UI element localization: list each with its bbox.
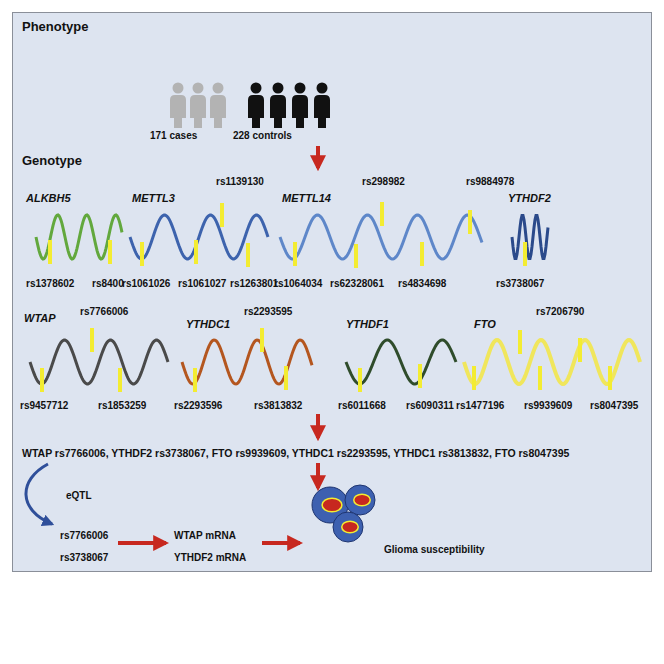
- snp-marker: [260, 328, 264, 352]
- snp-label: rs4834698: [398, 278, 446, 289]
- snp-marker: [523, 242, 527, 266]
- cell-nucleus: [354, 494, 371, 505]
- snp-marker: [140, 242, 144, 266]
- snp-label: rs62328061: [330, 278, 384, 289]
- snp-marker: [118, 368, 122, 392]
- cell-nucleus: [342, 521, 359, 532]
- snp-marker: [284, 366, 288, 390]
- eqtl-arrow: [26, 464, 52, 524]
- gene-name: METTL3: [132, 192, 175, 204]
- snp-marker: [220, 203, 224, 227]
- snp-marker: [354, 244, 358, 268]
- gene-name: METTL14: [282, 192, 331, 204]
- snp-label: YTHDF2 mRNA: [174, 552, 246, 563]
- snp-label: rs9457712: [20, 400, 68, 411]
- snp-label: rs6090311: [406, 400, 454, 411]
- snp-label: WTAP mRNA: [174, 530, 236, 541]
- snp-label: rs7206790: [536, 306, 584, 317]
- snp-label: rs1263801: [230, 278, 278, 289]
- snp-label: rs2293595: [244, 306, 292, 317]
- gene-name: FTO: [474, 318, 496, 330]
- snp-label: rs1853259: [98, 400, 146, 411]
- snp-label: Glioma susceptibility: [384, 544, 485, 555]
- snp-label: rs7766006: [60, 530, 108, 541]
- snp-marker: [293, 242, 297, 266]
- snp-label: rs1139130: [216, 176, 264, 187]
- snp-label: rs8400: [92, 278, 124, 289]
- snp-marker: [578, 338, 582, 362]
- snp-label: rs2293596: [174, 400, 222, 411]
- snp-marker: [420, 242, 424, 266]
- snp-label: WTAP rs7766006, YTHDF2 rs3738067, FTO rs…: [22, 447, 569, 459]
- snp-label: rs298982: [362, 176, 405, 187]
- snp-marker: [518, 330, 522, 354]
- person-icon: [295, 83, 306, 94]
- person-icon: [210, 95, 226, 128]
- snp-marker: [380, 202, 384, 226]
- gene-wave: [346, 340, 456, 384]
- snp-marker: [108, 240, 112, 264]
- snp-marker: [418, 364, 422, 388]
- cell-nucleus: [322, 498, 342, 512]
- snp-label: rs1477196: [456, 400, 504, 411]
- flow-arrow: [262, 541, 300, 545]
- snp-marker: [468, 210, 472, 234]
- person-icon: [248, 95, 264, 128]
- snp-label: 171 cases: [150, 130, 197, 141]
- gene-name: YTHDF1: [346, 318, 389, 330]
- person-icon: [273, 83, 284, 94]
- gene-name: YTHDC1: [186, 318, 230, 330]
- person-icon: [190, 95, 206, 128]
- snp-label: rs3738067: [60, 552, 108, 563]
- snp-marker: [608, 366, 612, 390]
- glioma-cell: [333, 512, 363, 542]
- gene-wave: [182, 340, 312, 384]
- snp-label: rs1061027: [178, 278, 226, 289]
- person-icon: [251, 83, 262, 94]
- gene-wave: [512, 216, 548, 259]
- snp-label: rs3738067: [496, 278, 544, 289]
- gene-wave: [30, 340, 168, 384]
- person-icon: [193, 83, 204, 94]
- snp-label: rs1378602: [26, 278, 74, 289]
- flow-arrow: [316, 146, 320, 168]
- section-heading: Genotype: [22, 153, 82, 168]
- snp-label: rs1064034: [274, 278, 322, 289]
- snp-label: rs8047395: [590, 400, 638, 411]
- snp-label: rs7766006: [80, 306, 128, 317]
- snp-label: rs9884978: [466, 176, 514, 187]
- snp-marker: [48, 240, 52, 264]
- snp-label: rs9939609: [524, 400, 572, 411]
- section-heading: Phenotype: [13, 13, 88, 34]
- person-icon: [173, 83, 184, 94]
- person-icon: [213, 83, 224, 94]
- glioma-cell: [345, 485, 375, 515]
- snp-marker: [246, 243, 250, 267]
- snp-label: rs1061026: [122, 278, 170, 289]
- flow-arrow: [118, 541, 166, 545]
- person-icon: [314, 95, 330, 128]
- gene-name: WTAP: [24, 312, 56, 324]
- person-icon: [317, 83, 328, 94]
- snp-label: rs6011668: [338, 400, 386, 411]
- flow-arrow: [316, 463, 320, 488]
- snp-marker: [194, 240, 198, 264]
- snp-label: 228 controls: [233, 130, 292, 141]
- snp-label: rs3813832: [254, 400, 302, 411]
- gene-name: YTHDF2: [508, 192, 551, 204]
- snp-marker: [472, 366, 476, 390]
- snp-marker: [538, 366, 542, 390]
- snp-marker: [358, 368, 362, 392]
- snp-marker: [193, 368, 197, 392]
- gene-wave: [464, 340, 640, 384]
- gene-name: ALKBH5: [26, 192, 71, 204]
- snp-marker: [90, 328, 94, 352]
- flow-arrow: [316, 414, 320, 438]
- person-icon: [270, 95, 286, 128]
- snp-label: eQTL: [66, 490, 92, 501]
- snp-marker: [40, 368, 44, 392]
- person-icon: [292, 95, 308, 128]
- person-icon: [170, 95, 186, 128]
